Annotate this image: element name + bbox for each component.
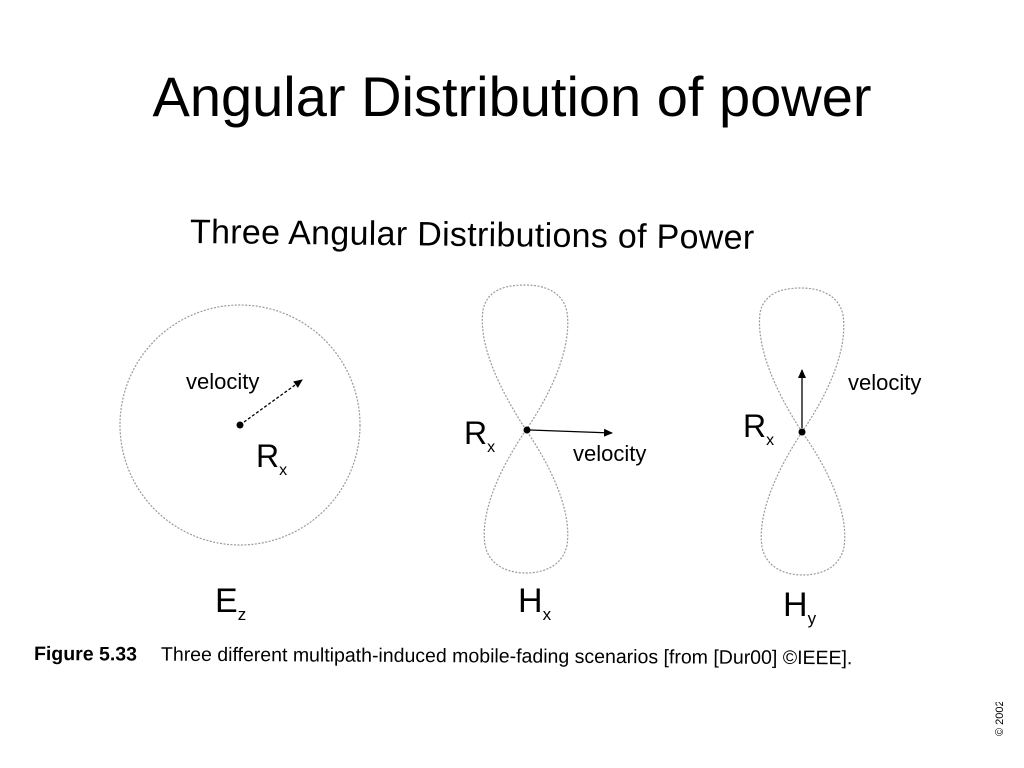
field-label-hy: Hy (783, 586, 817, 628)
field-label-ez: Ez (215, 582, 246, 624)
velocity-label-hx: velocity (573, 441, 646, 466)
velocity-label-hy: velocity (848, 370, 921, 395)
figure-caption: Figure 5.33 Three different multipath-ind… (34, 641, 1009, 672)
receiver-label-hy: Rx (743, 408, 774, 449)
isotropic-pattern (119, 304, 361, 546)
panel-hx: Rx velocity Hx (464, 284, 646, 624)
velocity-label-ez: velocity (186, 369, 259, 394)
receiver-label-ez: Rx (256, 438, 287, 479)
slide-title: Angular Distribution of power (152, 65, 872, 128)
receiver-label-hx: Rx (464, 415, 495, 456)
lower-lobe-hx (483, 428, 569, 574)
figure-caption-text: Three different multipath-induced mobile… (160, 643, 853, 670)
copyright-notice: © 2002 Pe (994, 702, 1006, 736)
receiver-dot-hx (523, 426, 531, 434)
lower-lobe-hy (760, 430, 846, 576)
upper-lobe-hy (758, 287, 845, 434)
field-label-hx: Hx (518, 582, 552, 624)
receiver-dot-hy (798, 428, 806, 436)
velocity-arrow-hx (529, 428, 613, 437)
figure-caption-label: Figure 5.33 (33, 643, 138, 666)
receiver-dot-ez (236, 421, 244, 429)
upper-lobe-hx (481, 284, 569, 432)
panel-hy: velocity Rx Hy (743, 287, 921, 628)
panel-ez: velocity Rx Ez (119, 304, 361, 624)
velocity-arrow-ez (243, 379, 303, 423)
